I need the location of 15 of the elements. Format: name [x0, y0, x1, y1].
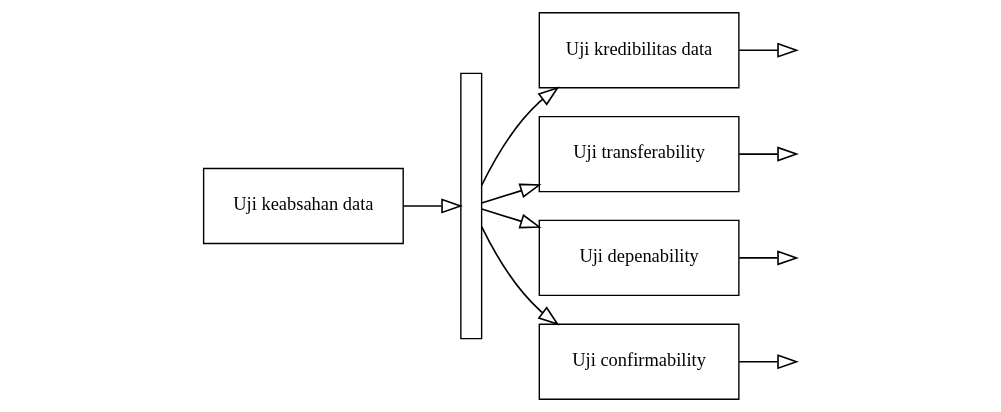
- node-box: Uji depenability: [538, 219, 740, 297]
- node-bar: [460, 72, 483, 340]
- arrow: [480, 225, 560, 326]
- arrow: [402, 198, 463, 214]
- arrow: [738, 42, 799, 58]
- node-box: Uji kredibilitas data: [538, 12, 740, 89]
- arrow: [480, 183, 542, 204]
- arrow: [480, 86, 560, 187]
- node-box: Uji confirmability: [538, 323, 740, 400]
- arrow: [738, 354, 799, 370]
- arrow: [738, 250, 799, 266]
- node-box: Uji transferability: [538, 115, 740, 193]
- arrow: [738, 146, 799, 162]
- node-box: Uji keabsahan data: [202, 167, 404, 245]
- arrow: [480, 208, 542, 229]
